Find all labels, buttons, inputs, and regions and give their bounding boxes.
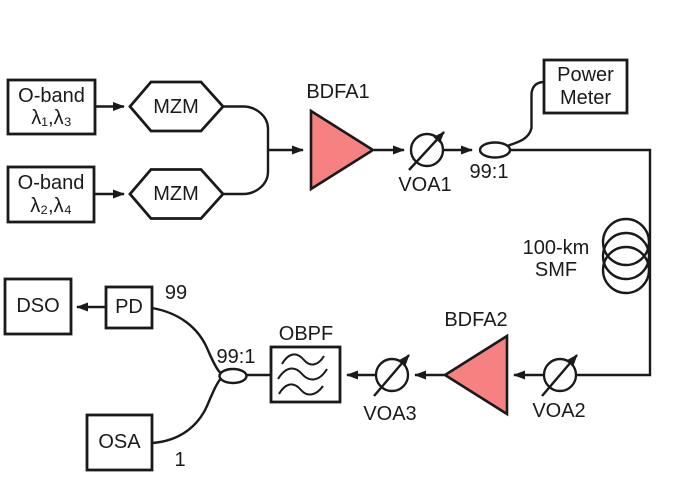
osa-text: OSA [87,415,152,470]
oband2-wavelengths: λ₂,λ₄ [30,194,72,217]
dso-box [3,277,73,336]
power-meter-box [542,58,629,115]
osa-box [85,413,154,472]
bdfa1-amplifier-icon [309,108,376,192]
mzm2-label: MZM [153,183,199,205]
dso-label: DSO [16,295,60,318]
mzm1-hexagon [128,80,225,133]
bdfa2-label: BDFA2 [444,309,508,331]
smf-label: 100-km SMF [516,236,596,282]
port-99-label: 99 [164,282,188,304]
wire-coupler-to-power-meter [506,80,545,148]
mzm2-hexagon [128,168,225,220]
power-meter-text: Power Meter [544,60,627,113]
wire-mzm1-to-combiner [223,105,270,150]
voa1-arrow-icon [408,131,445,171]
bdfa2-amplifier-icon [442,333,509,417]
coupler-bottom-icon [218,367,248,385]
oband2-title: O-band [17,172,85,195]
fiber-coil-icon [601,217,651,295]
oband1-box [6,78,97,136]
pd-label: PD [115,296,143,319]
oband2-box [6,165,96,224]
wire-coupler-to-pd [151,306,222,375]
pd-box [104,285,154,330]
filter-waves-icon [277,353,328,396]
wire-span-link [510,148,652,377]
oband1-title: O-band [18,84,85,107]
coupler-bottom-label: 99:1 [216,346,256,368]
voa2-label: VOA2 [532,400,586,422]
voa1-label: VOA1 [398,174,452,196]
smf-line1: 100-km [522,236,590,259]
coupler-top-icon [478,141,512,159]
obpf-label: OBPF [278,323,334,345]
wire-mzm2-to-combiner [223,150,270,196]
osa-label: OSA [98,431,141,454]
power-meter-line1: Power [557,64,614,87]
pd-text: PD [106,287,152,328]
voa3-arrow-icon [373,354,410,397]
oband1-wavelengths: λ₁,λ₃ [31,107,72,129]
voa2-arrow-icon [541,354,578,397]
wire-coupler-to-osa [151,377,222,445]
smf-line2: SMF [534,259,578,281]
mzm1-label: MZM [153,96,199,118]
oband2-text: O-band λ₂,λ₄ [8,167,94,222]
power-meter-line2: Meter [559,86,612,109]
port-1-label: 1 [174,449,186,471]
bdfa1-label: BDFA1 [306,81,370,103]
coupler-top-label: 99:1 [469,161,509,183]
dso-text: DSO [5,279,71,334]
oband1-text: O-band λ₁,λ₃ [8,80,95,134]
voa3-label: VOA3 [363,403,417,425]
